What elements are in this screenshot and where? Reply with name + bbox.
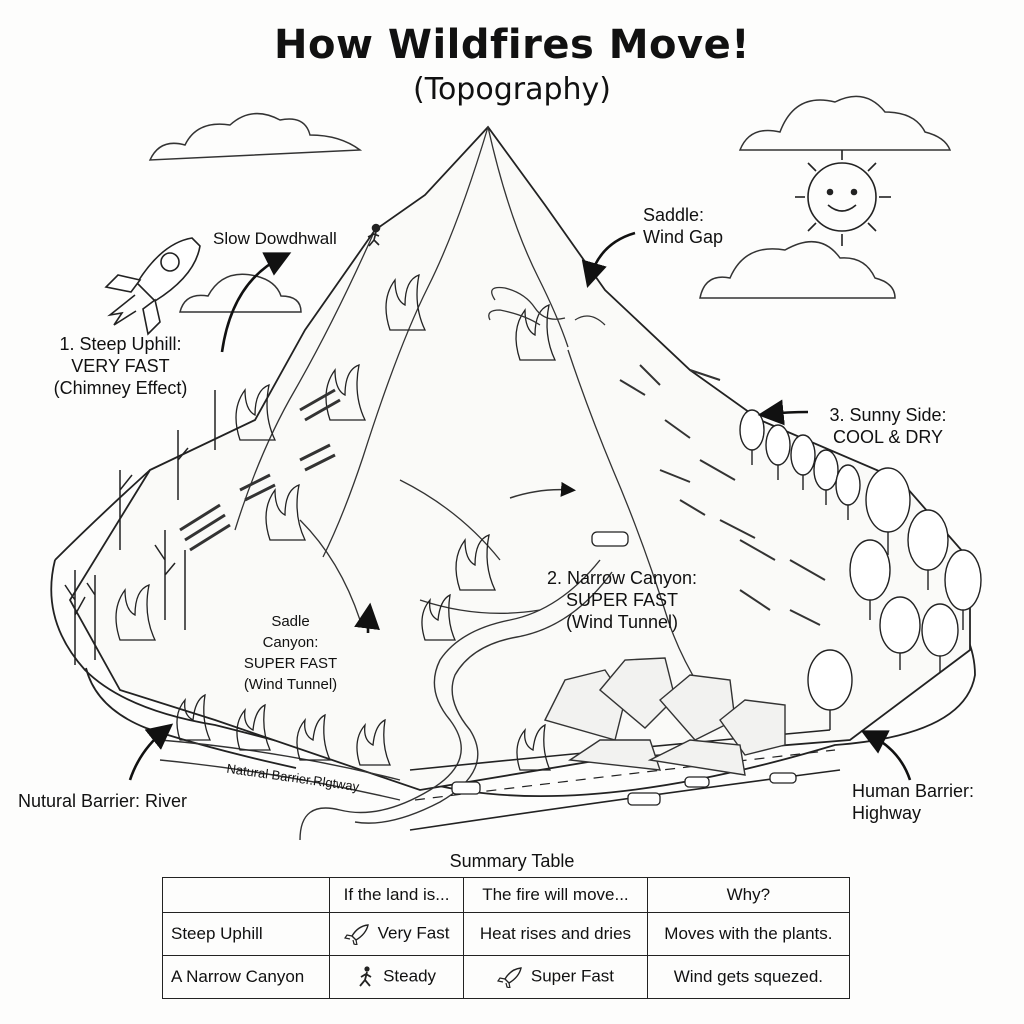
table-header-cell: The fire will move... [463, 877, 648, 913]
table-cell-land: A Narrow Canyon [162, 955, 330, 999]
rocket-icon [343, 924, 369, 945]
summary-table: If the land is... The fire will move... … [162, 877, 851, 999]
mountain [68, 125, 971, 791]
label-steep-uphill: 1. Steep Uphill: VERY FAST (Chimney Effe… [53, 334, 188, 398]
table-header-row: If the land is... The fire will move... … [162, 877, 851, 913]
sun-icon [795, 150, 891, 246]
table-cell-move: Heat rises and dries [463, 912, 648, 956]
table-row: A Narrow Canyon Steady Super Fast Wind g… [162, 955, 851, 999]
cloud-right [738, 95, 952, 151]
arrow-human-barrier [860, 730, 912, 781]
label-river-barrier: Nutural Barrier: River [18, 791, 188, 811]
cloud-left-low [179, 273, 302, 313]
table-header-cell [162, 877, 330, 913]
arrow-river [128, 723, 174, 781]
wind-swirl [488, 286, 606, 326]
page-title: How Wildfires Move! [274, 22, 750, 68]
label-saddle: Saddle: Wind Gap [643, 205, 724, 247]
table-cell-why: Moves with the plants. [646, 912, 851, 956]
label-sadle-canyon: Sadle Canyon: SUPER FAST (Wind Tunnel) [243, 613, 338, 693]
table-cell-land: Steep Uphill [162, 912, 330, 956]
fallen-logs [619, 364, 826, 626]
table-row: Steep Uphill Very Fast Heat rises and dr… [162, 912, 851, 956]
label-human-barrier: Human Barrier: Highway [852, 781, 975, 823]
arrow-sunny-side [757, 399, 809, 426]
arrow-sadle-canyon [354, 602, 380, 634]
walker-icon [359, 966, 372, 987]
table-header-cell: If the land is... [328, 877, 465, 913]
table-cell-speed: Steady [328, 955, 465, 999]
label-sunny-side: 3. Sunny Side: COOL & DRY [829, 405, 947, 447]
arrow-saddle [581, 231, 636, 288]
rocket-icon [496, 967, 522, 988]
walker-icon [367, 223, 381, 247]
rock-pile [543, 657, 786, 776]
topography-illustration [50, 95, 982, 841]
river [159, 559, 613, 841]
table-cell-speed: Very Fast [328, 912, 465, 956]
fire-flames [115, 274, 557, 771]
table-header-cell: Why? [646, 877, 851, 913]
label-slow-downhill: Slow Dowdhwall [213, 229, 337, 248]
arrow-slow-downhill [220, 252, 292, 353]
summary-table-title: Summary Table [449, 851, 575, 871]
arrow-wind-flow [509, 481, 576, 499]
car-icon [451, 531, 797, 806]
table-cell-move: Super Fast [463, 955, 648, 999]
table-cell-why: Wind gets squezed. [646, 955, 851, 999]
burn-scars [179, 388, 341, 552]
cloud-right-low [699, 240, 896, 299]
bare-trees [64, 390, 216, 665]
label-narrow-canyon: 2. Narrow Canyon: SUPER FAST (Wind Tunne… [546, 568, 698, 632]
cloud-left [148, 112, 363, 161]
page-subtitle: (Topography) [413, 72, 611, 107]
rocket-icon [104, 237, 201, 336]
